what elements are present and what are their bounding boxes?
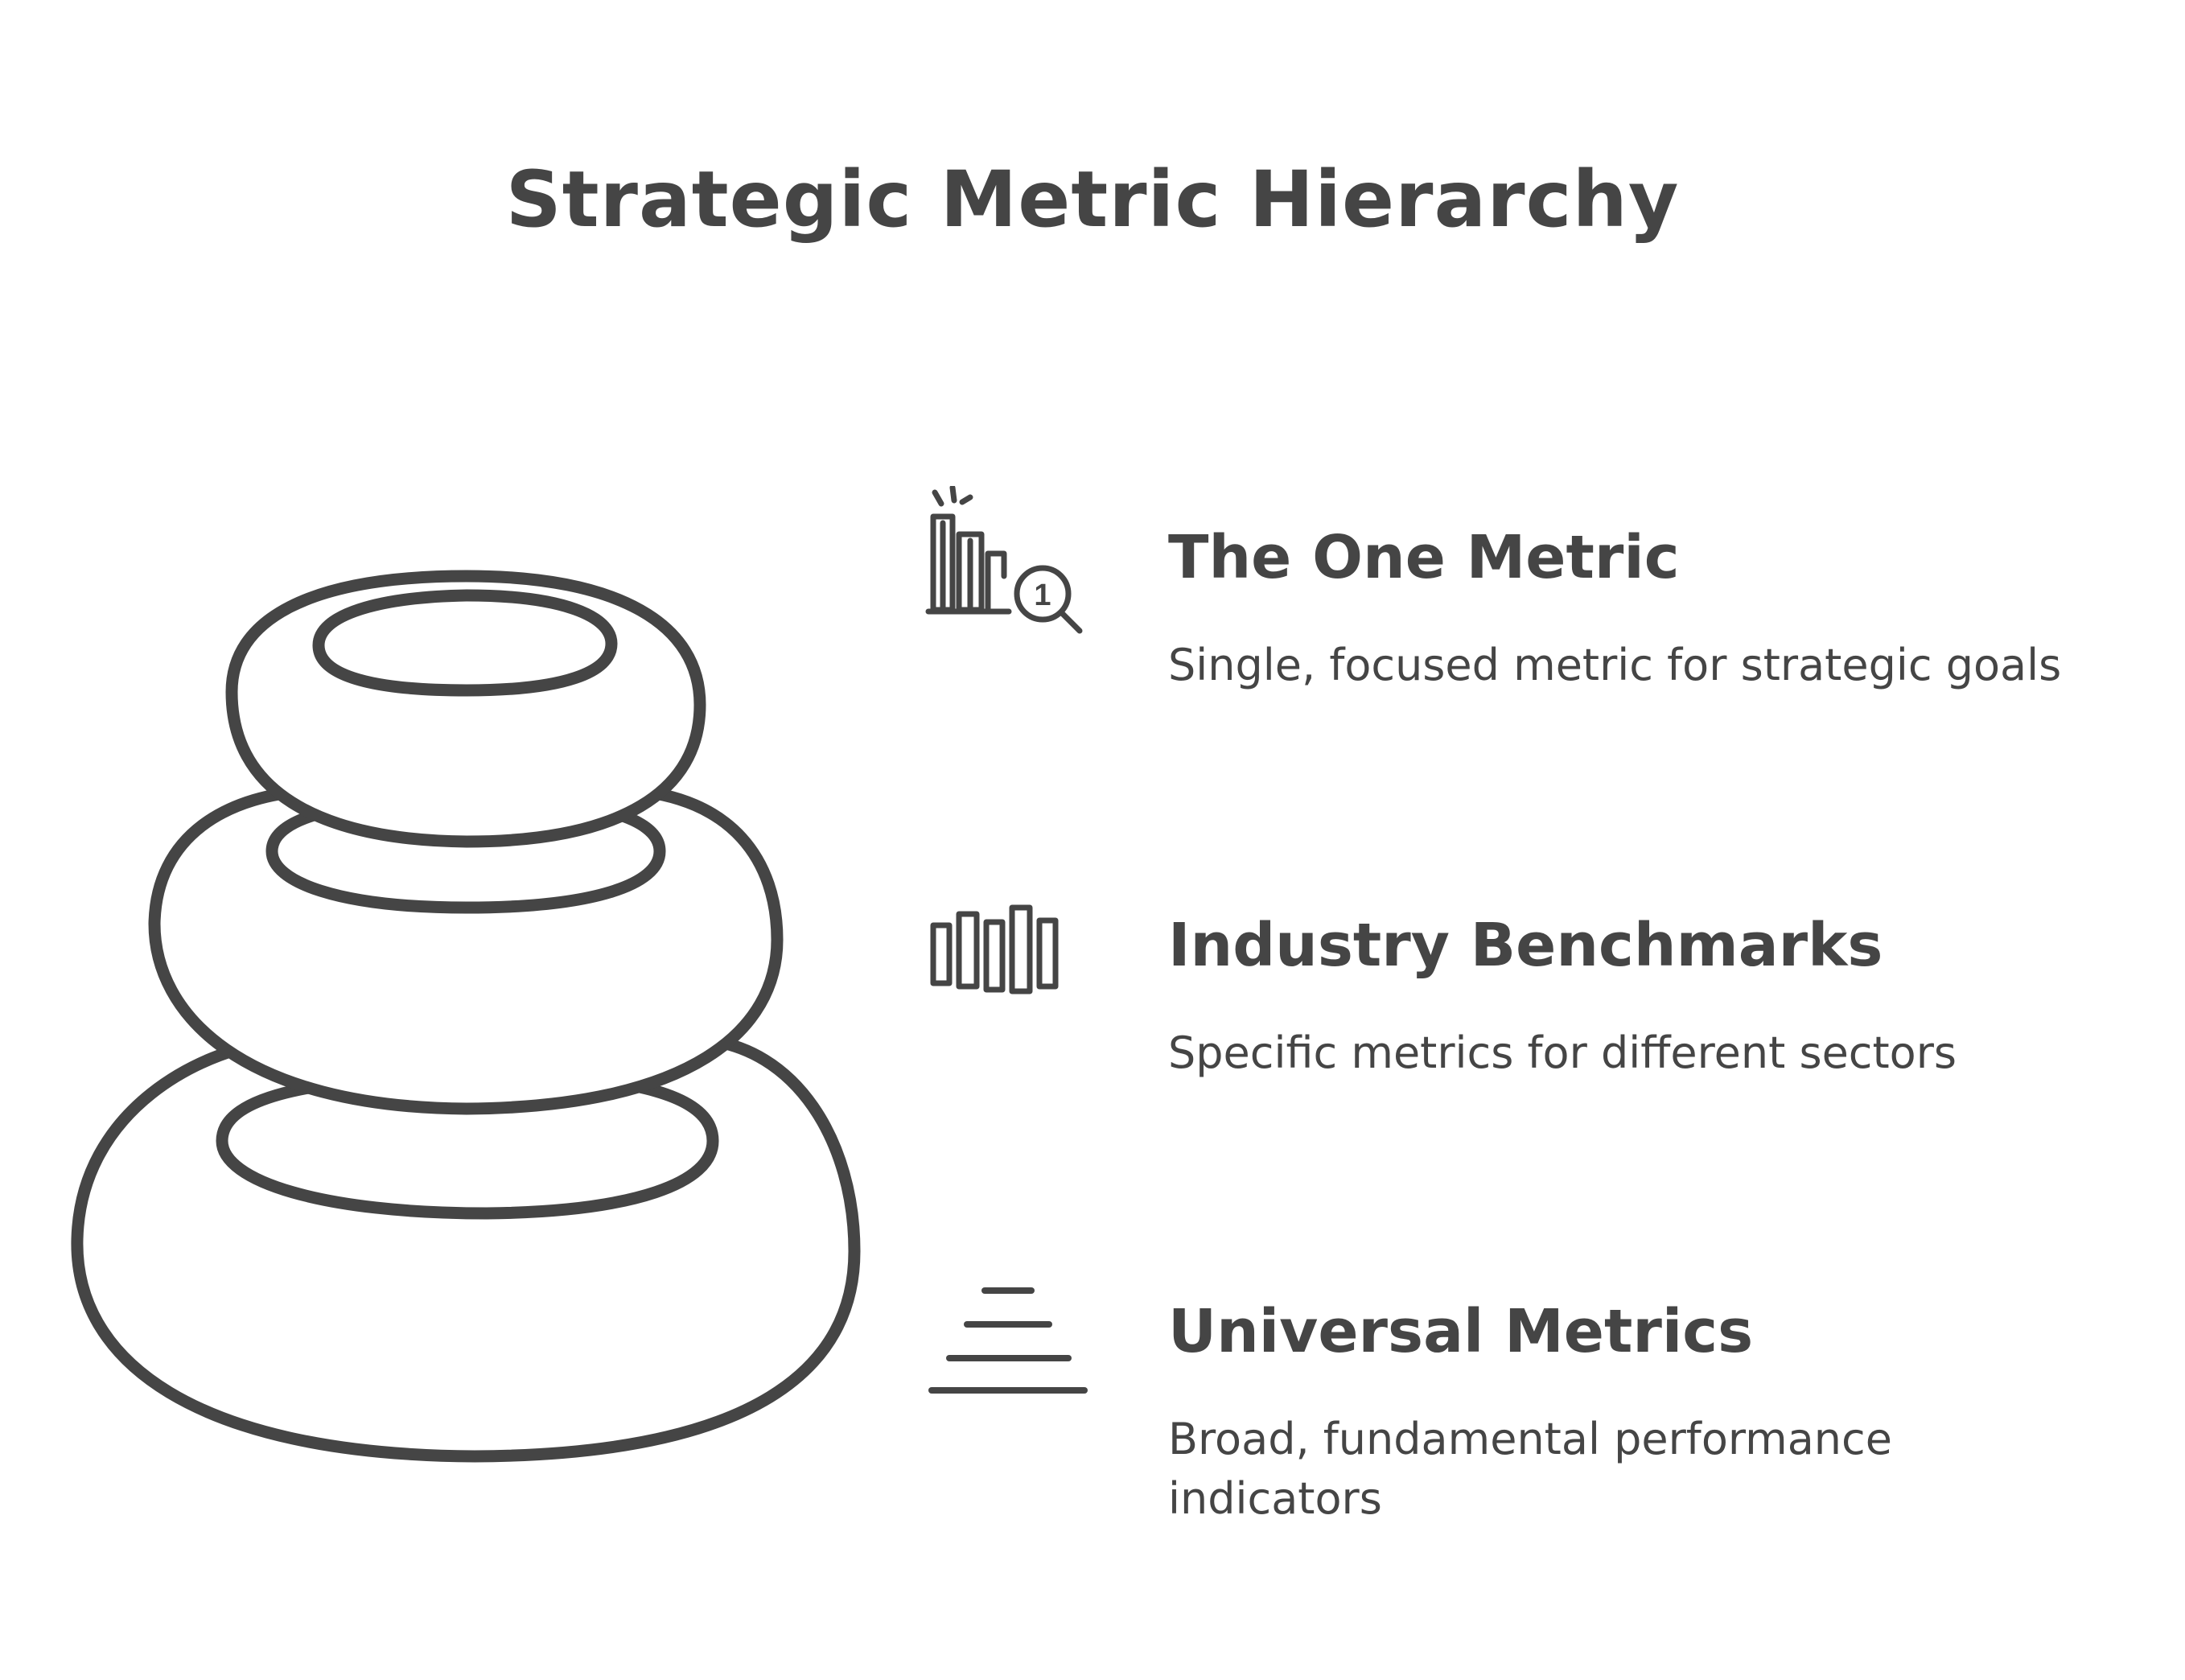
level-description-the-one-metric: Single, focused metric for strategic goa… — [1168, 640, 2062, 690]
level-title-the-one-metric: The One Metric — [1168, 523, 1680, 592]
ring-industry-benchmarks — [148, 784, 784, 1115]
chart-magnifier-one-icon: 1 — [925, 486, 1083, 634]
level-title-universal-metrics: Universal Metrics — [1168, 1297, 1754, 1366]
ring-the-one-metric — [225, 570, 706, 848]
bar-chart-icon — [930, 904, 1059, 994]
level-title-industry-benchmarks: Industry Benchmarks — [1168, 911, 1883, 980]
level-description-universal-metrics: Broad, fundamental performance indicator… — [1168, 1414, 1892, 1524]
magnifier-digit: 1 — [1034, 579, 1051, 612]
level-description-industry-benchmarks: Specific metrics for different sectors — [1168, 1027, 1957, 1078]
stacked-lines-icon — [928, 1287, 1088, 1394]
diagram-title: Strategic Metric Hierarchy — [505, 154, 1680, 245]
